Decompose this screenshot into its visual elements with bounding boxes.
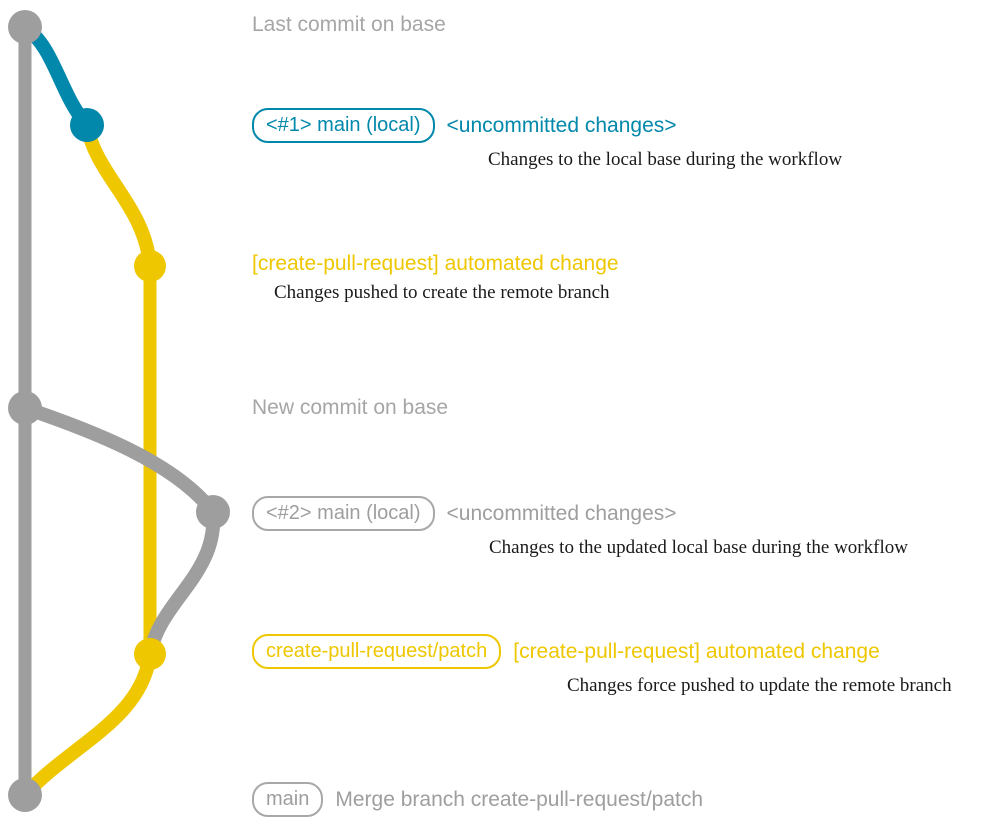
row-remote-commit-1: [create-pull-request] automated change C…: [252, 252, 981, 304]
row-new-commit-on-base: New commit on base: [252, 396, 981, 420]
node-merge-commit: [8, 778, 42, 812]
note-remote-commit-2: Changes force pushed to update the remot…: [567, 675, 952, 696]
merge-line: [18, 647, 157, 802]
remote-branch-line-1: [80, 118, 157, 273]
row-last-commit-on-base: Last commit on base: [252, 13, 981, 37]
node-local-change-2: [196, 495, 230, 529]
base-to-local-line-2: [18, 401, 220, 519]
subject-remote-commit-2: [create-pull-request] automated change: [513, 639, 880, 663]
badge-create-pull-request-patch[interactable]: create-pull-request/patch: [252, 634, 502, 669]
node-local-change-1: [70, 108, 104, 142]
node-remote-commit-2: [134, 638, 166, 670]
note-local-commit-2: Changes to the updated local base during…: [489, 537, 908, 558]
note-remote-commit-1: Changes pushed to create the remote bran…: [274, 282, 610, 303]
node-remote-commit-1: [134, 250, 166, 282]
heading-new-commit-on-base: New commit on base: [252, 396, 449, 419]
subject-local-commit-1: <uncommitted changes>: [446, 113, 677, 137]
row-remote-commit-2: create-pull-request/patch [create-pull-r…: [252, 634, 981, 697]
subject-remote-commit-1: [create-pull-request] automated change: [252, 252, 619, 275]
badge-main[interactable]: main: [252, 782, 324, 817]
subject-local-commit-2: <uncommitted changes>: [446, 501, 677, 525]
badge-main-local-1[interactable]: <#1> main (local): [252, 108, 435, 143]
node-base-head: [8, 10, 42, 44]
note-local-commit-1: Changes to the local base during the wor…: [488, 149, 843, 170]
row-merge-commit: main Merge branch create-pull-request/pa…: [252, 782, 981, 817]
badge-main-local-2[interactable]: <#2> main (local): [252, 496, 435, 531]
subject-merge-commit: Merge branch create-pull-request/patch: [335, 787, 704, 811]
row-local-commit-1: <#1> main (local) <uncommitted changes> …: [252, 108, 981, 171]
local-to-remote-line-2: [143, 505, 221, 661]
heading-last-commit-on-base: Last commit on base: [252, 13, 446, 36]
row-local-commit-2: <#2> main (local) <uncommitted changes> …: [252, 496, 981, 559]
node-base-new-commit: [8, 391, 42, 425]
